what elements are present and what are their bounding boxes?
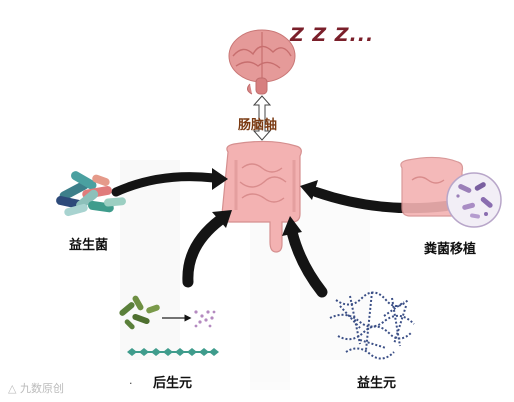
stray-dot: . <box>129 374 133 387</box>
gut-brain-axis-label: 肠脑轴 <box>238 118 278 133</box>
watermark: △ 九数原创 <box>8 382 64 395</box>
fmt-label: 粪菌移植 <box>424 242 477 257</box>
prebiotic-fiber-icon <box>329 291 415 360</box>
gut-brain-double-arrow <box>252 95 272 141</box>
microscope-bubble-icon <box>446 172 502 228</box>
postbiotic-icon <box>119 295 219 356</box>
sleep-indicator: Z Z Z... <box>290 24 375 46</box>
postbiotics-label: 后生元 <box>153 376 193 391</box>
arrow-prebiotics <box>282 216 328 298</box>
arrow-probiotics <box>111 168 228 197</box>
probiotics-label: 益生菌 <box>69 238 109 253</box>
prebiotics-label: 益生元 <box>357 376 397 391</box>
bacteria-cluster-icon <box>56 171 126 217</box>
brain-icon <box>228 29 296 95</box>
postbiotic-chain <box>127 348 219 356</box>
arrow-postbiotics <box>182 210 232 288</box>
gut-icon <box>221 140 302 253</box>
